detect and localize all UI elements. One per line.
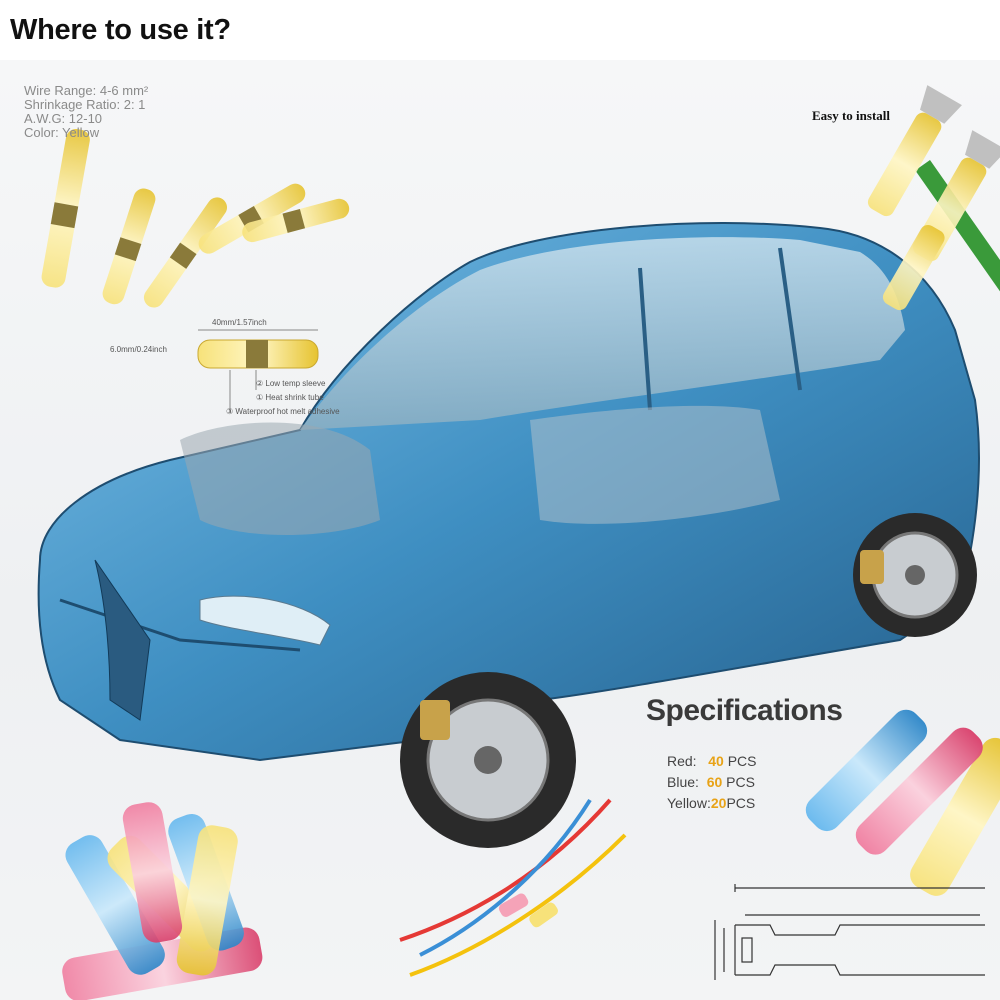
color-text: Color: Yellow (24, 125, 100, 140)
shrinkage-text: Shrinkage Ratio: 2: 1 (24, 97, 146, 112)
specifications-list: Red: 40 PCS Blue: 60 PCS Yellow:20PCS (667, 751, 757, 814)
connector-dimension-diagram (197, 329, 319, 412)
easy-to-install-label: Easy to install (812, 108, 891, 123)
wire-range-text: Wire Range: 4-6 mm² (24, 83, 149, 98)
front-wheel (400, 672, 576, 848)
callout-hot-melt-adhesive: ③ Waterproof hot melt adhesive (226, 407, 340, 416)
spade-terminals (867, 85, 1000, 311)
product-spec-summary: Wire Range: 4-6 mm² Shrinkage Ratio: 2: … (24, 84, 148, 140)
specifications-heading: Specifications (646, 694, 843, 727)
rear-wheel (853, 513, 977, 637)
awg-text: A.W.G: 12-10 (24, 111, 103, 126)
technical-drawing (714, 884, 985, 980)
length-dimension: 40mm/1.57inch (212, 318, 267, 327)
spec-blue: Blue: 60 PCS (667, 774, 755, 790)
page-title: Where to use it? (10, 14, 231, 46)
connected-wires (399, 798, 627, 977)
yellow-connectors-group (41, 129, 350, 308)
spec-connectors (805, 709, 1000, 896)
brake-caliper (420, 550, 884, 740)
callout-low-temp-sleeve: ② Low temp sleeve (256, 379, 326, 388)
spec-yellow: Yellow:20PCS (667, 795, 756, 811)
spec-red: Red: 40 PCS (667, 753, 757, 769)
car-body (37, 222, 981, 762)
mixed-connectors-pile (62, 802, 263, 1000)
diameter-dimension: 6.0mm/0.24inch (110, 345, 167, 354)
callout-heat-shrink-tube: ① Heat shrink tube (256, 393, 324, 402)
